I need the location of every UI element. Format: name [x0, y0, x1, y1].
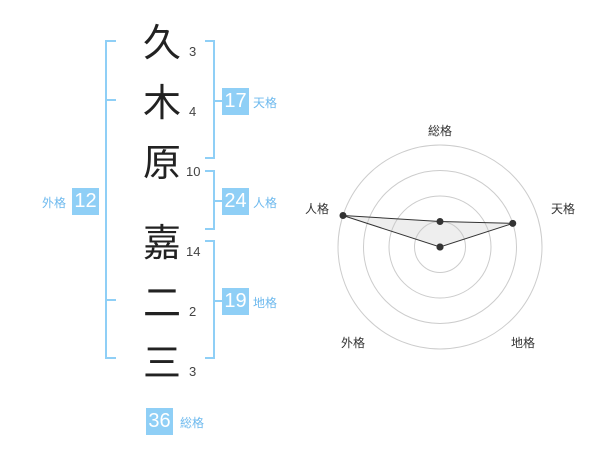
jinkaku-value: 24	[222, 188, 249, 215]
gaikaku-label: 外格	[42, 196, 67, 210]
radar-ring-2	[388, 195, 492, 299]
gaikaku-value: 12	[72, 188, 99, 215]
radar-axis-label-chikaku: 地格	[511, 336, 536, 350]
name-char-3: 原	[142, 141, 181, 185]
stroke-count-3: 10	[186, 164, 201, 179]
stroke-count-4: 14	[186, 244, 201, 259]
chikaku-bracket	[205, 240, 215, 359]
chikaku-value: 19	[222, 288, 249, 315]
radar-point-1	[436, 218, 444, 225]
chikaku-label: 地格	[253, 296, 278, 310]
name-char-1: 久	[142, 21, 181, 65]
name-char-4: 嘉	[142, 221, 181, 265]
radar-point-2	[509, 219, 517, 227]
jinkaku-label: 人格	[253, 196, 278, 210]
stroke-count-1: 3	[189, 44, 197, 59]
soukaku-value: 36	[146, 408, 173, 435]
stroke-count-5: 2	[189, 304, 197, 319]
soukaku-label: 総格	[180, 416, 205, 430]
radar-axis-label-jinkaku: 人格	[305, 202, 330, 216]
radar-point-4	[436, 243, 444, 251]
tenkaku-bracket	[205, 40, 215, 159]
radar-axis-label-soukaku: 総格	[428, 124, 453, 138]
tenkaku-value: 17	[222, 88, 249, 115]
radar-series-polygon	[342, 215, 513, 248]
radar-ring-3	[363, 170, 517, 324]
radar-axis-label-tenkaku: 天格	[551, 202, 576, 216]
tenkaku-label: 天格	[253, 96, 278, 110]
radar-ring-4	[337, 144, 543, 350]
stroke-count-2: 4	[189, 104, 197, 119]
name-char-2: 木	[142, 81, 181, 125]
name-char-5: 二	[142, 281, 181, 325]
name-char-6: 三	[142, 341, 181, 385]
radar-axis-label-gaikaku: 外格	[341, 336, 366, 350]
gaikaku-bracket	[105, 40, 116, 359]
stroke-count-6: 3	[189, 364, 197, 379]
radar-point-5	[339, 211, 347, 219]
